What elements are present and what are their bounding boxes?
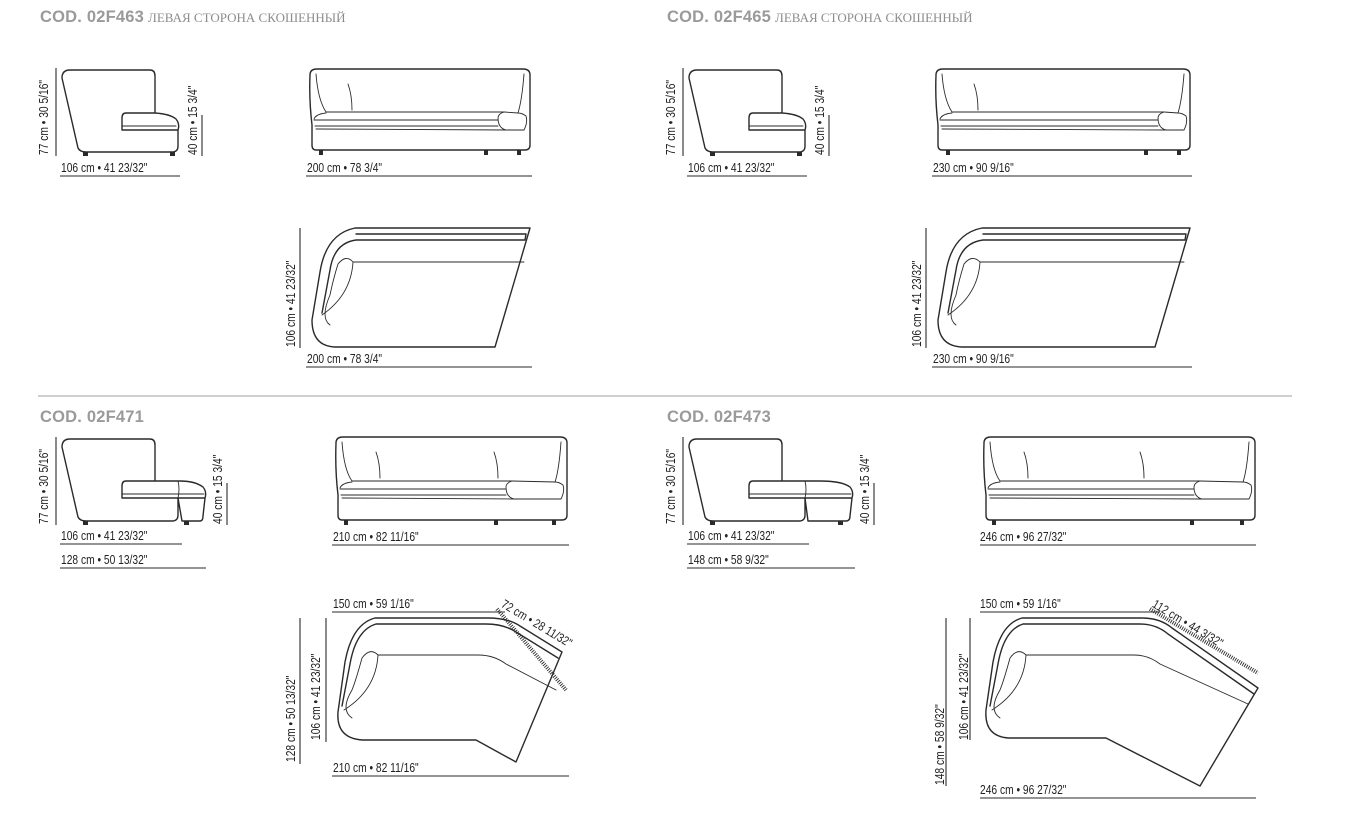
top-depth-label: 106 cm • 41 23/32" (957, 653, 971, 740)
product-code: COD. 02F463 (40, 8, 144, 26)
side-view-02f471 (61, 438, 207, 525)
top-view-02f463 (311, 227, 531, 348)
top-view-02f473 (985, 617, 1259, 787)
side-depth-label: 106 cm • 41 23/32" (688, 161, 775, 175)
top-view-02f465 (937, 227, 1191, 348)
dimension-lines-top-02f463 (299, 228, 532, 368)
section-title-02f465: COD. 02F465 ЛЕВАЯ СТОРОНА СКОШЕННЫЙ (667, 8, 973, 27)
top-depth-total-label: 148 cm • 58 9/32" (933, 704, 947, 785)
top-depth-label: 106 cm • 41 23/32" (309, 653, 323, 740)
side-depth-total-label: 148 cm • 58 9/32" (688, 553, 769, 567)
front-width-label: 200 cm • 78 3/4" (307, 161, 383, 175)
side-depth-label: 106 cm • 41 23/32" (688, 529, 775, 543)
side-view-02f473 (688, 438, 854, 525)
dimension-lines-top-02f465 (925, 228, 1192, 368)
side-height-label: 77 cm • 30 5/16" (664, 448, 678, 524)
top-width-label: 210 cm • 82 11/16" (333, 761, 419, 775)
top-view-02f471 (337, 617, 563, 763)
product-code: COD. 02F473 (667, 408, 771, 426)
front-width-label: 246 cm • 96 27/32" (980, 530, 1067, 544)
product-subtitle: ЛЕВАЯ СТОРОНА СКОШЕННЫЙ (148, 10, 346, 25)
product-code: COD. 02F471 (40, 408, 144, 426)
side-view-02f463 (61, 69, 180, 156)
product-code: COD. 02F465 (667, 8, 771, 26)
side-depth-total-label: 128 cm • 50 13/32" (61, 553, 148, 567)
dimension-lines-top-02f473 (945, 607, 1260, 799)
top-depth-label: 106 cm • 41 23/32" (910, 260, 924, 347)
top-back-width-label: 150 cm • 59 1/16" (333, 597, 414, 611)
dimension-lines-side-02f465 (682, 68, 830, 177)
product-subtitle: ЛЕВАЯ СТОРОНА СКОШЕННЫЙ (775, 10, 973, 25)
top-width-label: 246 cm • 96 27/32" (980, 783, 1067, 797)
section-title-02f463: COD. 02F463 ЛЕВАЯ СТОРОНА СКОШЕННЫЙ (40, 8, 346, 27)
side-height-label: 77 cm • 30 5/16" (664, 79, 678, 155)
top-width-label: 230 cm • 90 9/16" (933, 352, 1014, 366)
front-view-02f473 (983, 436, 1256, 525)
front-view-02f465 (935, 68, 1191, 155)
section-separator (38, 395, 1292, 397)
top-depth-label: 106 cm • 41 23/32" (284, 260, 298, 347)
top-depth-total-label: 128 cm • 50 13/32" (284, 675, 298, 762)
front-view-02f471 (335, 436, 568, 525)
side-view-02f465 (688, 69, 807, 156)
top-back-width-label: 150 cm • 59 1/16" (980, 597, 1061, 611)
dimension-lines-top-02f471 (299, 607, 569, 777)
dimension-lines-side-02f463 (55, 68, 203, 177)
side-depth-label: 106 cm • 41 23/32" (61, 161, 148, 175)
side-seat-height-label: 40 cm • 15 3/4" (211, 454, 225, 524)
side-seat-height-label: 40 cm • 15 3/4" (186, 85, 200, 155)
side-seat-height-label: 40 cm • 15 3/4" (858, 454, 872, 524)
front-width-label: 230 cm • 90 9/16" (933, 161, 1014, 175)
side-seat-height-label: 40 cm • 15 3/4" (813, 85, 827, 155)
top-width-label: 200 cm • 78 3/4" (307, 352, 383, 366)
side-height-label: 77 cm • 30 5/16" (37, 79, 51, 155)
front-width-label: 210 cm • 82 11/16" (333, 530, 419, 544)
side-height-label: 77 cm • 30 5/16" (37, 448, 51, 524)
section-title-02f471: COD. 02F471 (40, 408, 144, 427)
dimension-lines-side-02f471 (55, 437, 228, 569)
section-title-02f473: COD. 02F473 (667, 408, 771, 427)
front-view-02f463 (309, 68, 531, 155)
dimension-lines-side-02f473 (682, 437, 875, 569)
side-depth-label: 106 cm • 41 23/32" (61, 529, 148, 543)
